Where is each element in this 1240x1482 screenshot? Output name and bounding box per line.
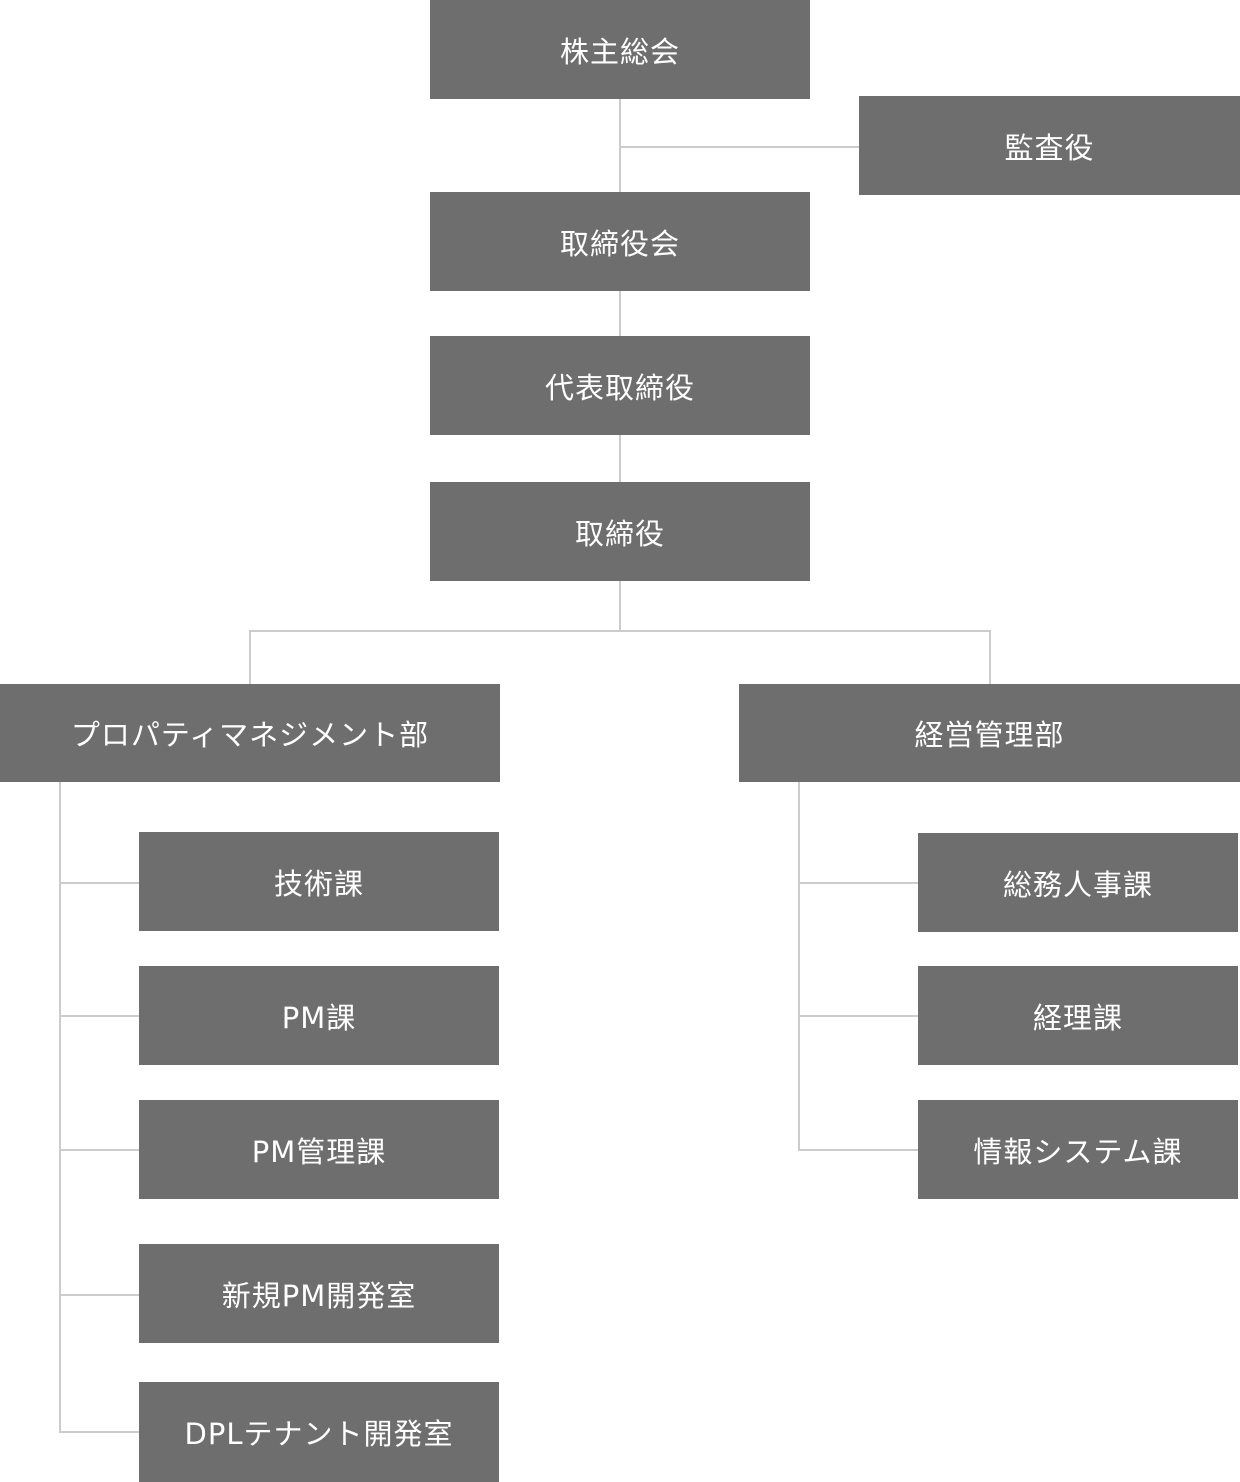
node-section-dpl-tenant-development: DPLテナント開発室 <box>139 1382 499 1482</box>
node-section-information-systems: 情報システム課 <box>918 1100 1238 1199</box>
connector-bm-spine <box>798 782 800 1151</box>
node-section-new-pm-development: 新規PM開発室 <box>139 1244 499 1343</box>
node-section-technical: 技術課 <box>139 832 499 931</box>
connector-bm-section-3 <box>798 1149 918 1151</box>
connector-shareholders-to-board <box>619 99 621 192</box>
connector-to-property-management <box>249 630 251 684</box>
connector-pm-section-3 <box>59 1149 139 1151</box>
node-board-of-directors: 取締役会 <box>430 192 810 291</box>
node-shareholders-meeting: 株主総会 <box>430 0 810 99</box>
connector-bm-section-1 <box>798 882 918 884</box>
connector-bm-section-2 <box>798 1015 918 1017</box>
connector-department-bus <box>249 630 991 632</box>
connector-directors-down <box>619 581 621 631</box>
node-directors: 取締役 <box>430 482 810 581</box>
node-representative-director: 代表取締役 <box>430 336 810 435</box>
connector-representative-to-directors <box>619 435 621 482</box>
connector-pm-section-5 <box>59 1431 139 1433</box>
connector-auditor-branch <box>620 146 859 148</box>
connector-pm-section-1 <box>59 882 139 884</box>
connector-to-business-management <box>989 630 991 684</box>
connector-pm-section-2 <box>59 1015 139 1017</box>
connector-pm-spine <box>59 782 61 1433</box>
node-section-pm: PM課 <box>139 966 499 1065</box>
node-section-accounting: 経理課 <box>918 966 1238 1065</box>
node-auditor: 監査役 <box>859 96 1240 195</box>
node-section-pm-management: PM管理課 <box>139 1100 499 1199</box>
node-business-management-dept: 経営管理部 <box>739 684 1240 782</box>
node-property-management-dept: プロパティマネジメント部 <box>0 684 500 782</box>
connector-board-to-representative <box>619 291 621 336</box>
node-section-general-affairs-hr: 総務人事課 <box>918 833 1238 932</box>
connector-pm-section-4 <box>59 1294 139 1296</box>
